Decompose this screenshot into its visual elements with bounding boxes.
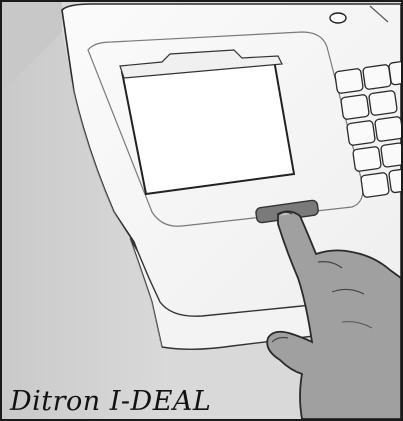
power-dial-icon	[330, 13, 346, 23]
printer-cover	[122, 60, 294, 194]
caption-label: Ditron I-DEAL	[10, 386, 211, 417]
